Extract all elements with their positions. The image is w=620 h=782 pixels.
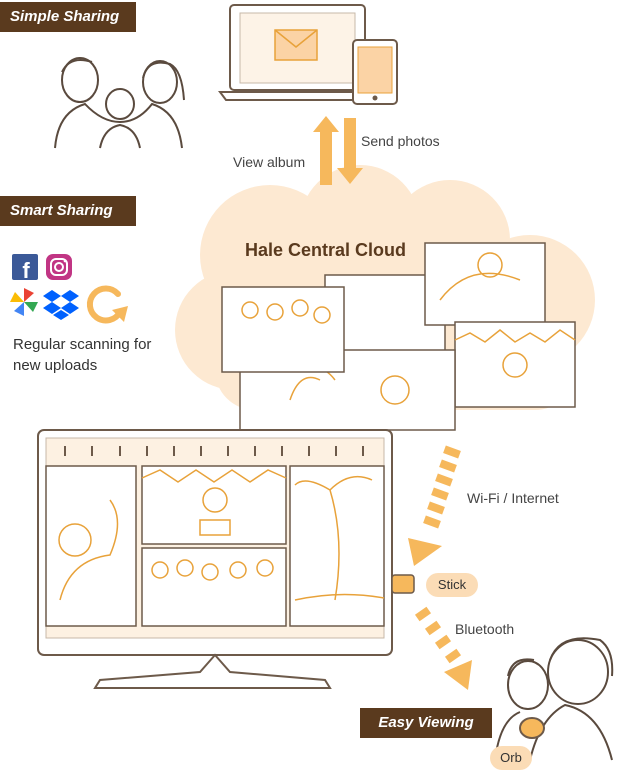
- laptop-icon: [218, 4, 378, 101]
- family-illustration: [54, 57, 185, 149]
- cloud-title: Hale Central Cloud: [245, 240, 407, 260]
- pinwheel-icon: [10, 288, 38, 316]
- easy-viewing-tag: Easy Viewing: [360, 708, 492, 738]
- wifi-arrow: [408, 445, 461, 566]
- elderly-couple-illustration: [494, 637, 614, 761]
- dropbox-icon: [43, 290, 79, 320]
- tv-icon: [37, 429, 415, 689]
- scanning-caption-line2: new uploads: [13, 357, 98, 374]
- scanning-caption-line1: Regular scanning for: [13, 336, 152, 353]
- smart-sharing-tag: Smart Sharing: [0, 196, 136, 226]
- photo-cards: [221, 242, 576, 431]
- orb-label: Orb: [490, 746, 532, 770]
- send-photos-arrow: [337, 118, 363, 184]
- view-album-arrow: [313, 116, 339, 185]
- bluetooth-arrow: [414, 606, 472, 690]
- facebook-icon: f: [12, 254, 38, 283]
- wifi-label: Wi-Fi / Internet: [467, 490, 559, 506]
- refresh-icon: [86, 285, 128, 324]
- simple-sharing-tag: Simple Sharing: [0, 2, 136, 32]
- tablet-icon: [352, 39, 398, 105]
- send-photos-label: Send photos: [361, 133, 440, 149]
- stick-label: Stick: [426, 573, 478, 597]
- instagram-icon: [46, 254, 72, 280]
- svg-text:f: f: [22, 258, 30, 283]
- view-album-label: View album: [233, 154, 306, 170]
- bluetooth-label: Bluetooth: [455, 621, 515, 637]
